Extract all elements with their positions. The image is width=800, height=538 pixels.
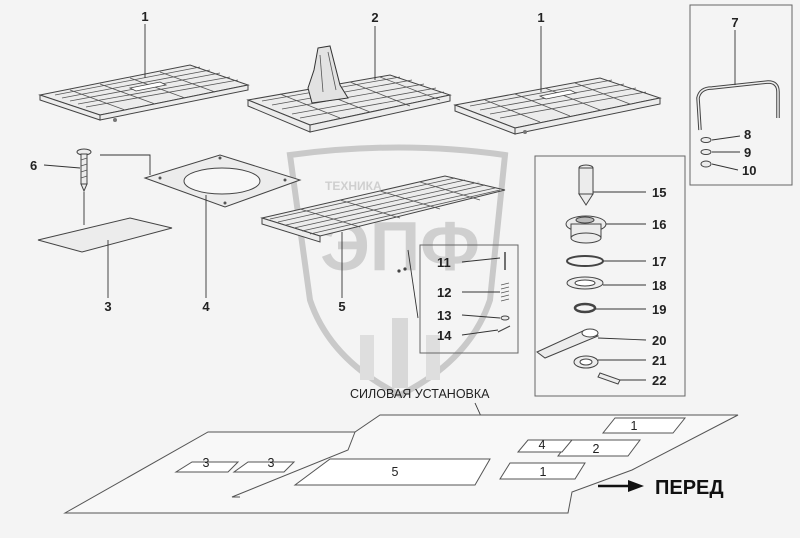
callout-7: 7	[731, 15, 738, 30]
zone-5	[293, 458, 491, 486]
zone-label-5: 5	[392, 465, 399, 479]
callout-20: 20	[652, 333, 666, 348]
callout-labels: 1 2 1 7 8 9 10 6 3 4 5 11 12 13 14 15 16…	[30, 9, 756, 388]
zone-label-1-upper: 1	[631, 419, 638, 433]
zone-label-4: 4	[539, 438, 546, 452]
callout-5: 5	[338, 299, 345, 314]
callout-13: 13	[437, 308, 451, 323]
mat-right	[453, 77, 662, 135]
grille-5	[260, 175, 506, 243]
callout-21: 21	[652, 353, 666, 368]
zone-label-2: 2	[593, 442, 600, 456]
zone-3-left	[174, 461, 240, 473]
zone-label-1-lower: 1	[540, 465, 547, 479]
screw-lead-to-ring	[100, 154, 151, 175]
watermark-top-text: ТЕХНИКА	[325, 179, 382, 193]
callout-11: 11	[437, 255, 451, 270]
zone-1-lower	[499, 462, 586, 480]
knob-kit-frame	[534, 155, 686, 397]
ring-frame-4	[143, 154, 302, 208]
callout-2: 2	[371, 10, 378, 25]
direction-label: ПЕРЕД	[655, 477, 724, 499]
washer-8	[700, 137, 712, 143]
callout-4: 4	[202, 299, 210, 314]
callout-8: 8	[744, 127, 751, 142]
zone-label-3-left: 3	[203, 456, 210, 470]
leader-lines	[43, 24, 741, 381]
handle-kit-frame	[689, 4, 793, 186]
callout-22: 22	[652, 373, 666, 388]
mat-left	[38, 64, 250, 122]
mat-with-lever	[246, 45, 452, 133]
callout-16: 16	[652, 217, 666, 232]
zone-1-upper	[601, 417, 687, 434]
washer-9	[700, 149, 712, 155]
latch-parts	[397, 249, 511, 333]
callout-3: 3	[104, 299, 111, 314]
zone-4	[516, 439, 574, 453]
knob-parts	[536, 164, 621, 385]
floor-layout-map: СИЛОВАЯ УСТАНОВКА 1 2 4 1 5 3 3 ПЕРЕД	[63, 387, 739, 514]
callout-9: 9	[744, 145, 751, 160]
callout-14: 14	[437, 328, 452, 343]
callout-6: 6	[30, 158, 37, 173]
handle-part	[696, 80, 780, 131]
callout-15: 15	[652, 185, 666, 200]
zone-label-3-right: 3	[268, 456, 275, 470]
latch-kit-frame	[419, 244, 519, 354]
direction-arrow-icon	[598, 480, 644, 492]
pad-3	[37, 217, 173, 253]
callout-18: 18	[652, 278, 666, 293]
callout-19: 19	[652, 302, 666, 317]
callout-17: 17	[652, 254, 666, 269]
callout-1-left: 1	[141, 9, 148, 24]
callout-1-right: 1	[537, 10, 544, 25]
callout-12: 12	[437, 285, 451, 300]
callout-10: 10	[742, 163, 756, 178]
nut-10	[700, 160, 712, 168]
layout-title: СИЛОВАЯ УСТАНОВКА	[350, 387, 490, 401]
zone-3-right	[232, 461, 296, 473]
screw-6	[76, 148, 92, 193]
